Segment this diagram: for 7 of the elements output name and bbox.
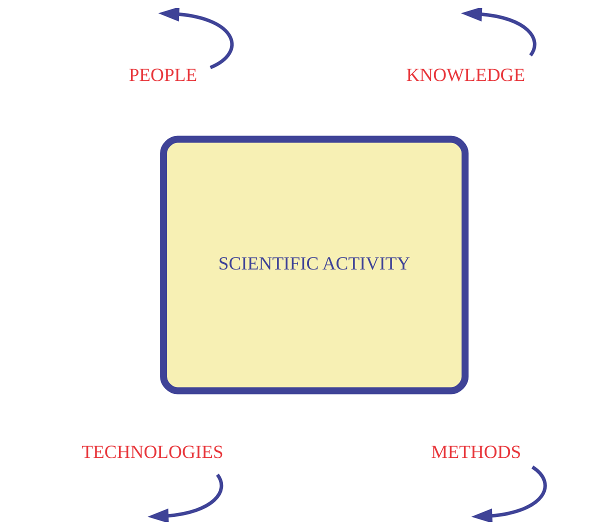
node-text: PEOPLE <box>128 64 198 86</box>
node-box: SCIENTIFIC ACTIVITY <box>160 136 469 394</box>
node-text: KNOWLEDGE <box>406 64 526 86</box>
arrow <box>471 466 547 522</box>
node-text: TECHNOLOGIES <box>82 442 224 464</box>
arrow <box>158 8 234 70</box>
node-text: METHODS <box>431 442 522 464</box>
